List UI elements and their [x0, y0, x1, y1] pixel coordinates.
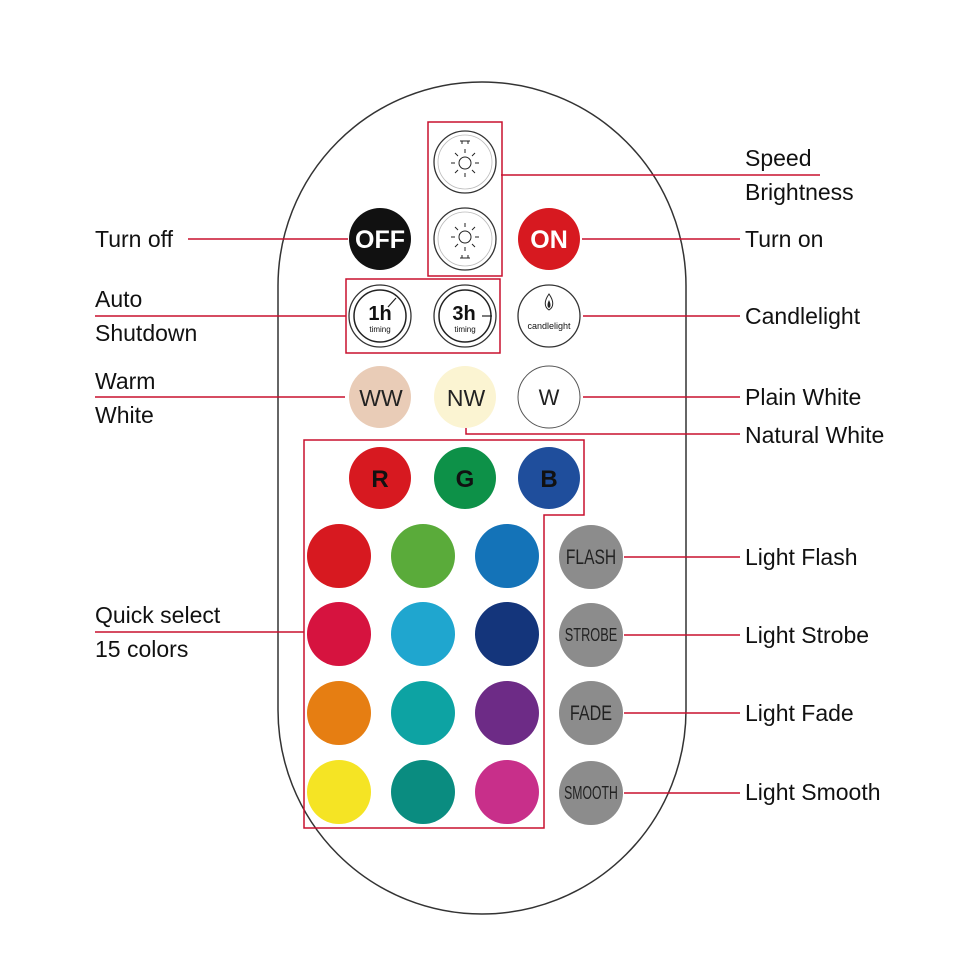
- smooth-button-label: SMOOTH: [564, 784, 618, 804]
- on-button-label: ON: [530, 226, 568, 254]
- light-fade-label: Light Fade: [745, 700, 854, 726]
- fade-button-label: FADE: [570, 701, 612, 724]
- color-swatch-4[interactable]: [307, 602, 371, 666]
- turn-on-label: Turn on: [745, 226, 824, 252]
- plain-white-label: Plain White: [745, 384, 862, 410]
- color-swatch-10[interactable]: [307, 760, 371, 824]
- color-swatch-3[interactable]: [475, 524, 539, 588]
- auto-shutdown-box: [345, 278, 501, 354]
- candlelight-button-label: candlelight: [527, 321, 571, 331]
- plain-white-button[interactable]: W: [517, 365, 581, 429]
- natural-white-line: [465, 428, 740, 435]
- natural-white-button[interactable]: NW: [434, 366, 496, 428]
- timer-1h-button[interactable]: 1h timing: [348, 284, 412, 348]
- color-swatch-9[interactable]: [475, 681, 539, 745]
- candlelight-button[interactable]: candlelight: [517, 284, 581, 348]
- auto-shutdown-label: Auto Shutdown: [95, 282, 197, 350]
- color-swatch-1[interactable]: [307, 524, 371, 588]
- quick-select-label: Quick select 15 colors: [95, 598, 220, 666]
- color-swatch-7[interactable]: [307, 681, 371, 745]
- color-swatch-8[interactable]: [391, 681, 455, 745]
- brightness-button[interactable]: [433, 207, 497, 271]
- quick-select-line2: 15 colors: [95, 636, 189, 662]
- fade-button[interactable]: FADE: [559, 681, 623, 745]
- speed-brightness-box: [427, 121, 503, 277]
- brightness-label: Brightness: [745, 179, 854, 205]
- brightness-icon: [451, 223, 479, 259]
- quick-select-line1: Quick select: [95, 602, 221, 628]
- shutdown-label: Shutdown: [95, 320, 198, 346]
- quick-select-grid: [307, 524, 539, 824]
- timer-1h-label: 1h: [368, 303, 391, 325]
- blue-button[interactable]: B: [518, 447, 580, 509]
- flash-button-label: FLASH: [566, 545, 616, 569]
- color-swatch-2[interactable]: [391, 524, 455, 588]
- natural-white-button-label: NW: [447, 385, 486, 411]
- strobe-button[interactable]: STROBE: [559, 603, 623, 667]
- speed-button[interactable]: [433, 130, 497, 194]
- turn-off-label: Turn off: [95, 226, 173, 252]
- color-swatch-12[interactable]: [475, 760, 539, 824]
- smooth-button[interactable]: SMOOTH: [559, 761, 623, 825]
- light-strobe-label: Light Strobe: [745, 622, 870, 648]
- white-label: White: [95, 402, 154, 428]
- off-button[interactable]: OFF: [349, 208, 411, 270]
- off-button-label: OFF: [355, 226, 405, 254]
- candlelight-label: Candlelight: [745, 303, 861, 329]
- warm-label: Warm: [95, 368, 156, 394]
- natural-white-label: Natural White: [745, 422, 885, 448]
- green-button-label: G: [456, 466, 475, 493]
- color-swatch-11[interactable]: [391, 760, 455, 824]
- timer-3h-sublabel: timing: [454, 325, 475, 334]
- speed-label: Speed: [745, 145, 812, 171]
- speed-brightness-label: Speed Brightness: [745, 141, 854, 209]
- candle-icon: [544, 293, 554, 311]
- warm-white-label: Warm White: [95, 364, 155, 432]
- color-swatch-6[interactable]: [475, 602, 539, 666]
- green-button[interactable]: G: [434, 447, 496, 509]
- warm-white-button-label: WW: [359, 385, 403, 411]
- red-button-label: R: [371, 466, 388, 493]
- blue-button-label: B: [540, 466, 557, 493]
- auto-label: Auto: [95, 286, 143, 312]
- light-smooth-label: Light Smooth: [745, 779, 881, 805]
- red-button[interactable]: R: [349, 447, 411, 509]
- callout-lines: [95, 121, 820, 829]
- timer-3h-button[interactable]: 3h timing: [433, 284, 497, 348]
- timer-1h-sublabel: timing: [369, 325, 390, 334]
- color-swatch-5[interactable]: [391, 602, 455, 666]
- speed-icon: [451, 140, 479, 177]
- light-flash-label: Light Flash: [745, 544, 858, 570]
- flash-button[interactable]: FLASH: [559, 525, 623, 589]
- strobe-button-label: STROBE: [565, 626, 617, 646]
- color-group-box: [303, 439, 585, 829]
- warm-white-button[interactable]: WW: [349, 366, 411, 428]
- plain-white-button-label: W: [539, 385, 560, 410]
- on-button[interactable]: ON: [518, 208, 580, 270]
- timer-3h-label: 3h: [452, 303, 475, 325]
